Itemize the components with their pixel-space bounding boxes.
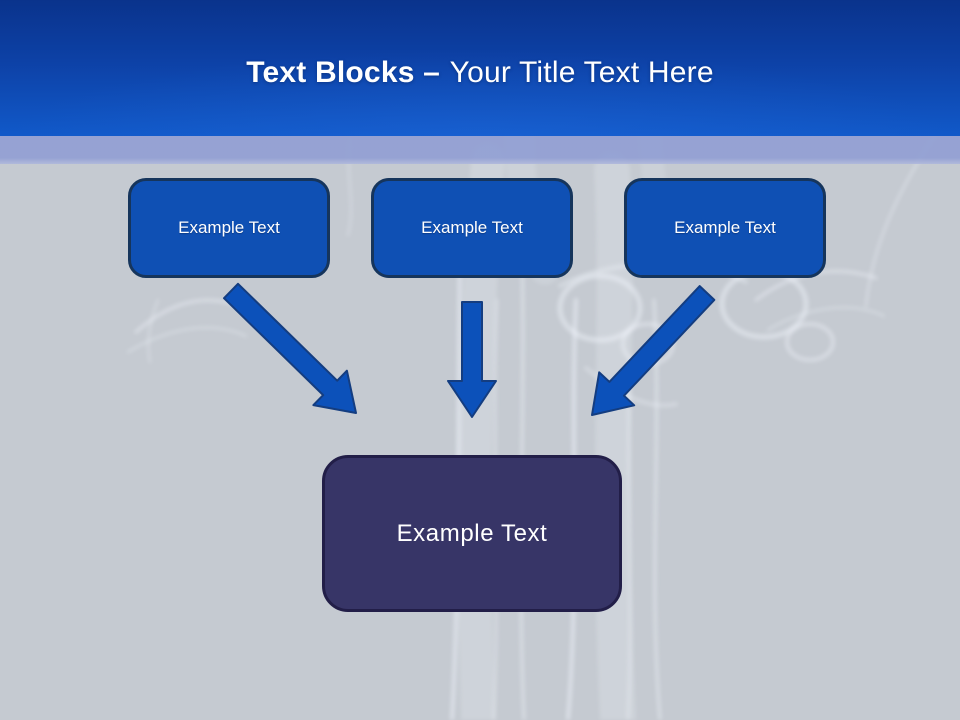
text-block-2[interactable]: Example Text xyxy=(371,178,573,278)
slide-title: Text Blocks –Your Title Text Here xyxy=(246,46,714,90)
center-text-block[interactable]: Example Text xyxy=(322,455,622,612)
center-text-block-label: Example Text xyxy=(396,519,548,547)
title-bar: Text Blocks –Your Title Text Here xyxy=(0,0,960,136)
text-block-1-label: Example Text xyxy=(178,218,280,237)
slide-title-bold-segment: Text Blocks – xyxy=(246,56,441,89)
text-block-1[interactable]: Example Text xyxy=(128,178,330,278)
header-accent-band xyxy=(0,136,960,164)
text-block-2-label: Example Text xyxy=(421,218,523,237)
text-block-3-label: Example Text xyxy=(674,218,776,237)
text-block-3[interactable]: Example Text xyxy=(624,178,826,278)
slide-title-regular-segment: Your Title Text Here xyxy=(449,56,714,89)
